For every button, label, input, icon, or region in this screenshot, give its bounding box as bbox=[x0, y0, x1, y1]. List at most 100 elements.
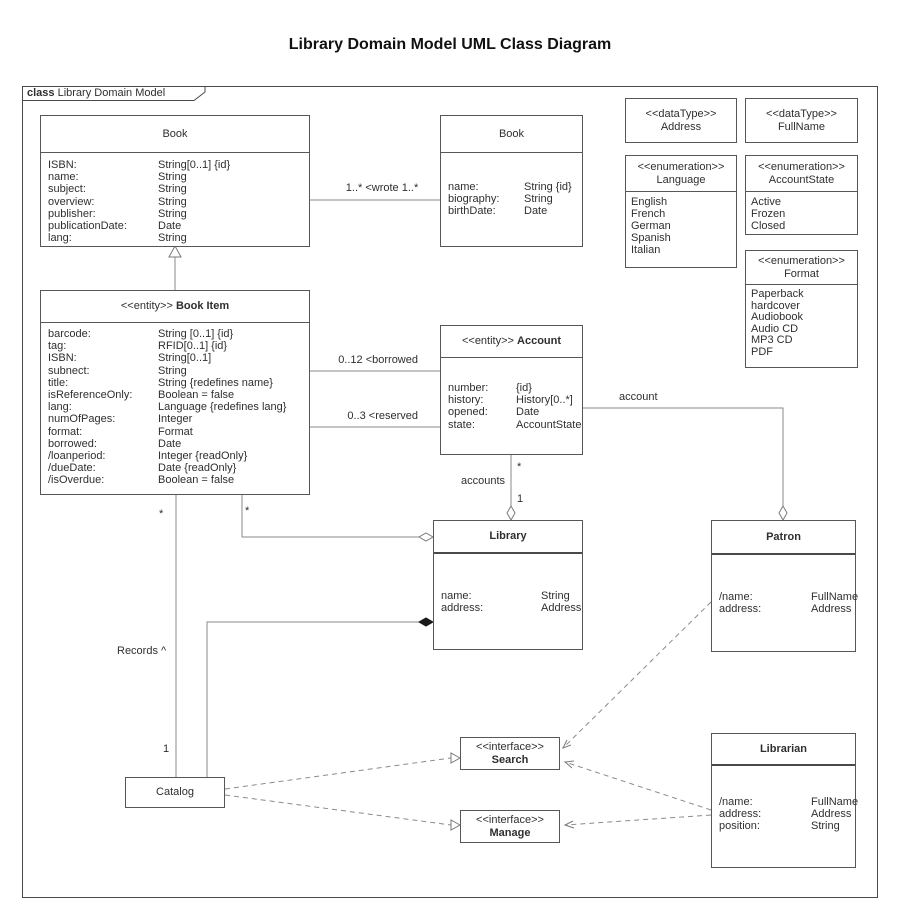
aggregation-diamond-patron-top bbox=[778, 504, 788, 522]
attribute-row: /name: FullName bbox=[719, 796, 858, 808]
edge-label-accounts-one: 1 bbox=[517, 493, 524, 505]
attribute-type: Date bbox=[158, 437, 182, 450]
interface-title: <<interface>> Manage bbox=[461, 811, 559, 842]
attribute-name: position: bbox=[719, 820, 760, 833]
attribute-row: /loanperiod: Integer {readOnly} bbox=[48, 450, 307, 462]
attribute-name: address: bbox=[441, 602, 484, 615]
attribute-type: String bbox=[524, 193, 553, 206]
book-item-attributes: barcode: String [0..1] {id} tag: RFID[0.… bbox=[41, 323, 309, 487]
datatype-name: FullName bbox=[777, 120, 826, 133]
attribute-type: RFID[0..1] {id} bbox=[158, 340, 228, 353]
attribute-row: title: String {redefines name} bbox=[48, 377, 307, 389]
attribute-type: {id} bbox=[516, 382, 532, 394]
attribute-row: opened: Date bbox=[448, 406, 580, 418]
edge-label-account: account bbox=[619, 391, 658, 403]
dependency-librarian-search bbox=[564, 761, 712, 811]
edge-label-accounts: accounts bbox=[460, 475, 505, 487]
attribute-row: biography: String bbox=[448, 193, 580, 205]
dependency-librarian-manage bbox=[564, 814, 712, 826]
realization-catalog-search bbox=[224, 757, 452, 790]
attribute-type: Boolean = false bbox=[158, 474, 235, 487]
interface-manage[interactable]: <<interface>> Manage bbox=[460, 810, 560, 843]
attribute-type: String bbox=[158, 183, 187, 196]
attribute-name: numOfPages: bbox=[48, 413, 116, 426]
attribute-name: format: bbox=[48, 425, 83, 438]
enum-title: <<enumeration>> Language bbox=[626, 156, 736, 192]
attribute-row: isReferenceOnly: Boolean = false bbox=[48, 389, 307, 401]
datatype-fullname[interactable]: <<dataType>> FullName bbox=[745, 98, 858, 143]
stereotype-label: <<entity>> bbox=[120, 300, 173, 312]
enum-literal: Spanish bbox=[631, 232, 671, 244]
datatype-address[interactable]: <<dataType>> Address bbox=[625, 98, 737, 143]
attribute-row: name: String {id} bbox=[448, 181, 580, 193]
attribute-type: Address bbox=[811, 808, 852, 821]
attribute-type: String bbox=[158, 364, 187, 377]
attribute-name: lang: bbox=[48, 401, 72, 414]
attribute-row: format: Format bbox=[48, 426, 307, 438]
edge-label-borrowed: 0..12 <borrowed bbox=[338, 354, 418, 366]
class-patron[interactable]: Patron /name: FullName address: Address bbox=[711, 520, 858, 652]
interface-name: Search bbox=[491, 753, 529, 766]
class-stereotype-and-name: <<entity>> Account bbox=[462, 335, 561, 348]
frame-name: Library Domain Model bbox=[57, 87, 166, 99]
attribute-row: subnect: String bbox=[48, 365, 307, 377]
class-book-item[interactable]: <<entity>> Book Item barcode: String [0.… bbox=[40, 290, 310, 495]
attribute-name: name: bbox=[441, 590, 472, 602]
attribute-type: String [0..1] {id} bbox=[158, 328, 234, 340]
attribute-name: name: bbox=[448, 181, 479, 193]
enum-format[interactable]: <<enumeration>> Format Paperback hardcov… bbox=[745, 250, 858, 368]
enum-name: Language bbox=[656, 173, 706, 186]
enum-literal: English bbox=[631, 196, 668, 208]
attribute-type: Address bbox=[811, 603, 852, 616]
enum-literal: Paperback bbox=[751, 288, 804, 300]
attribute-row: /dueDate: Date {readOnly} bbox=[48, 462, 307, 474]
enum-literal: German bbox=[631, 220, 671, 232]
attribute-row: lang: Language {redefines lang} bbox=[48, 401, 307, 413]
attribute-type: AccountState bbox=[516, 418, 582, 431]
class-catalog[interactable]: Catalog bbox=[125, 777, 225, 808]
attribute-name: /loanperiod: bbox=[48, 450, 106, 463]
attribute-row: tag: RFID[0..1] {id} bbox=[48, 340, 307, 352]
class-book[interactable]: Book ISBN: String[0..1] {id} name: Strin… bbox=[40, 115, 310, 247]
realization-catalog-manage bbox=[224, 794, 452, 826]
interface-name: Manage bbox=[489, 826, 531, 839]
dependency-patron-search bbox=[562, 601, 712, 749]
interface-search[interactable]: <<interface>> Search bbox=[460, 737, 560, 770]
enum-literals: Paperback hardcover Audiobook Audio CD M… bbox=[746, 285, 857, 358]
enum-account-state[interactable]: <<enumeration>> AccountState Active Froz… bbox=[745, 155, 858, 235]
enum-language[interactable]: <<enumeration>> Language English French … bbox=[625, 155, 737, 268]
edge-label-records: Records ^ bbox=[117, 645, 167, 657]
attribute-type: Integer {readOnly} bbox=[158, 450, 248, 463]
attribute-type: Format bbox=[158, 425, 193, 438]
edge-label-records-star: * bbox=[159, 508, 164, 520]
dependency-arrow-librarian-manage bbox=[563, 820, 575, 829]
attribute-row: /isOverdue: Boolean = false bbox=[48, 474, 307, 486]
attribute-type: String {redefines name} bbox=[158, 376, 273, 389]
stereotype-label: <<enumeration>> bbox=[758, 254, 845, 267]
stereotype-label: <<interface>> bbox=[476, 740, 544, 753]
attribute-name: ISBN: bbox=[48, 159, 77, 171]
enum-literal: Audiobook bbox=[751, 311, 803, 323]
class-name: Catalog bbox=[156, 786, 194, 798]
interface-title: <<interface>> Search bbox=[461, 738, 559, 769]
enum-literal: hardcover bbox=[751, 299, 800, 312]
attribute-type: String[0..1] bbox=[158, 352, 212, 365]
edge-label-records-one: 1 bbox=[163, 743, 170, 755]
class-title: <<entity>> Account bbox=[441, 326, 582, 358]
frame-keyword: class bbox=[27, 87, 55, 99]
attribute-name: opened: bbox=[448, 406, 488, 419]
attribute-type: FullName bbox=[811, 796, 859, 808]
frame-tab-outline bbox=[22, 87, 206, 101]
class-account[interactable]: <<entity>> Account number: {id} history:… bbox=[440, 325, 583, 455]
composition-catalog-library bbox=[206, 621, 419, 777]
enum-name: Format bbox=[784, 267, 819, 280]
attribute-row: name: String bbox=[441, 590, 580, 602]
attribute-name: subnect: bbox=[48, 364, 90, 377]
class-librarian[interactable]: Librarian /name: FullName address: Addre… bbox=[711, 733, 858, 868]
attribute-name: title: bbox=[48, 376, 69, 389]
generalization-triangle bbox=[168, 244, 182, 258]
attribute-row: overview: String bbox=[48, 196, 307, 208]
class-book-author[interactable]: Book name: String {id} biography: String… bbox=[440, 115, 583, 247]
realization-triangle-search bbox=[450, 752, 462, 764]
class-library[interactable]: Library name: String address: Address bbox=[433, 520, 583, 650]
